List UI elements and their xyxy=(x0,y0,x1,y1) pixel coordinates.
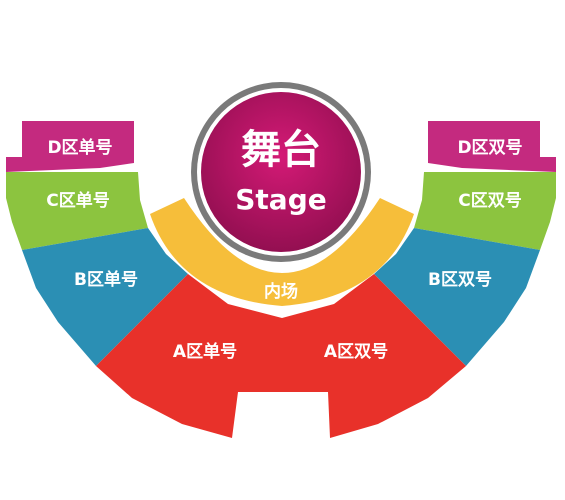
zone-c-even-label: C区双号 xyxy=(458,191,521,211)
stage-circle[interactable] xyxy=(201,92,361,252)
zone-a-even-label: A区双号 xyxy=(324,342,388,362)
zone-c-odd[interactable] xyxy=(6,172,148,250)
zone-inner-label: 内场 xyxy=(264,281,298,302)
zone-b-even-label: B区双号 xyxy=(428,270,492,290)
zone-d-even[interactable] xyxy=(428,121,556,172)
zone-b-odd-label: B区单号 xyxy=(74,269,138,290)
zone-d-odd[interactable] xyxy=(6,121,134,172)
zone-a-odd-label: A区单号 xyxy=(173,341,237,362)
zone-c-even[interactable] xyxy=(414,172,556,250)
stage-title-en: Stage xyxy=(235,183,326,216)
zone-d-even-label: D区双号 xyxy=(457,138,522,158)
zone-c-odd-label: C区单号 xyxy=(46,190,109,211)
zone-b-even[interactable] xyxy=(374,228,540,366)
zone-d-odd-label: D区单号 xyxy=(47,137,112,158)
zone-inner[interactable] xyxy=(150,198,414,306)
zone-b-odd[interactable] xyxy=(22,228,188,366)
stage-title-cn: 舞台 xyxy=(241,127,321,173)
